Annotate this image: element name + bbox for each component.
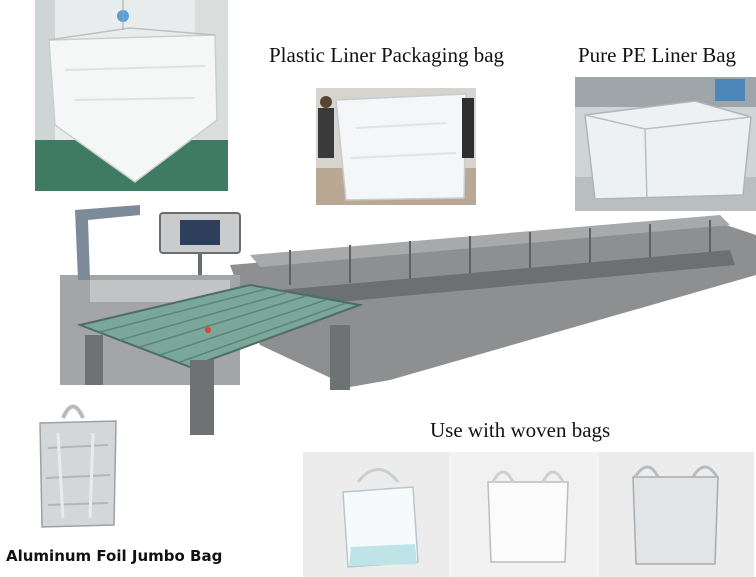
woven-bags-caption: Use with woven bags <box>430 418 611 442</box>
plastic-liner-photo <box>316 88 476 205</box>
plastic-liner-caption: Plastic Liner Packaging bag <box>269 43 505 67</box>
woven-bags-photo-strip <box>303 452 754 577</box>
aluminum-foil-bag-photo <box>28 393 128 535</box>
bag-making-machine <box>30 195 756 455</box>
pure-pe-liner-caption: Pure PE Liner Bag <box>578 43 737 67</box>
liner-bag-hanging-photo <box>35 0 228 191</box>
touchscreen-panel-icon <box>180 220 220 245</box>
aluminum-foil-caption: Aluminum Foil Jumbo Bag <box>6 547 223 565</box>
pure-pe-liner-photo <box>575 77 756 211</box>
